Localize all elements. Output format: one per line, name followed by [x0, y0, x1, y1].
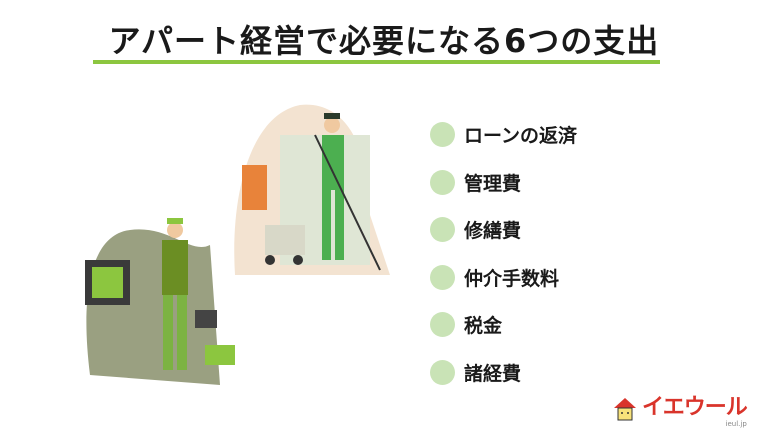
title-underline: [93, 60, 660, 64]
electrician-figure: [162, 218, 217, 370]
list-item: ローンの返済: [430, 111, 577, 159]
logo-text: イエウール: [642, 395, 748, 420]
workers-illustration: [85, 104, 390, 385]
bullet-dot: [430, 169, 455, 195]
list-item: 仲介手数料: [430, 254, 577, 302]
bullet-dot: [430, 217, 455, 243]
cart: [265, 225, 305, 255]
background-blob-left: [86, 229, 220, 385]
list-item: 管理費: [430, 159, 577, 207]
bullet-dot: [430, 359, 455, 385]
bullet-dot: [430, 122, 455, 148]
sign-board: [242, 165, 267, 210]
expense-list: ローンの返済 管理費 修繕費 仲介手数料 税金 諸経費: [430, 111, 577, 396]
logo-domain: ieul.jp: [725, 420, 747, 428]
page-title: アパート経営で必要になる6つの支出: [108, 22, 660, 60]
list-item: 修繕費: [430, 206, 577, 254]
list-item: 税金: [430, 301, 577, 349]
logo-words: イエウール ieul.jp: [642, 395, 748, 429]
cleaner-figure: [314, 113, 381, 271]
bullet-dot: [430, 312, 455, 338]
house-icon: [614, 398, 636, 421]
ieul-logo: イエウール ieul.jp: [612, 395, 748, 429]
bullet-dot: [430, 264, 455, 290]
list-item: 諸経費: [430, 349, 577, 397]
